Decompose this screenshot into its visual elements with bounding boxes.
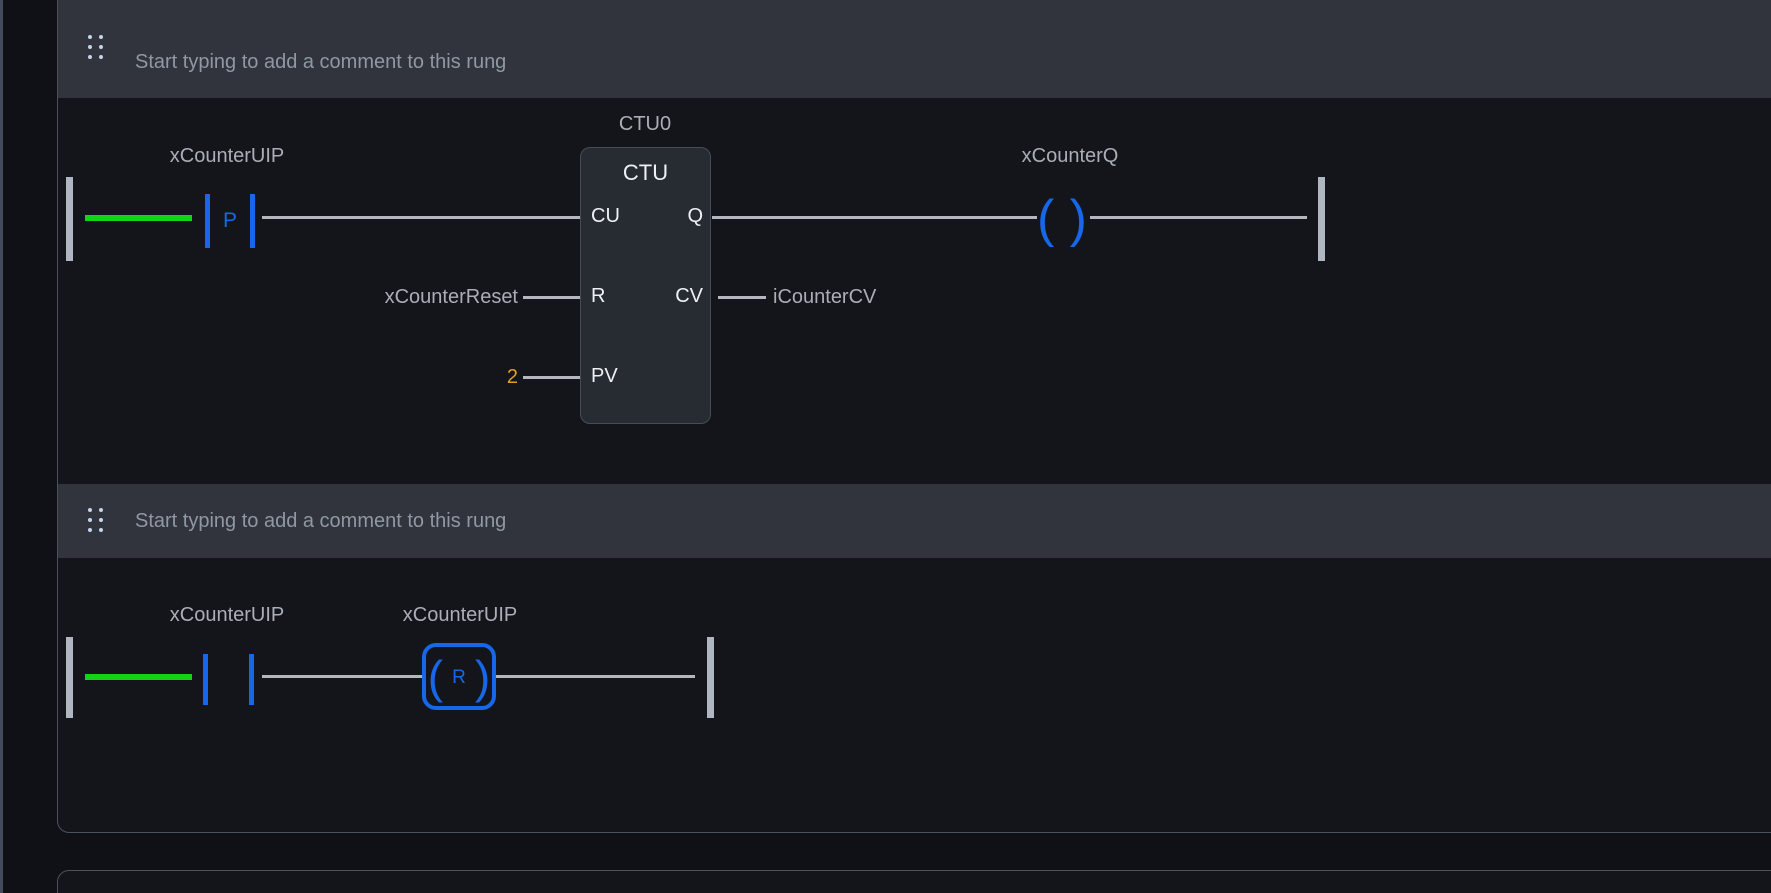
rung2-comment-placeholder[interactable]: Start typing to add a comment to this ru… (135, 510, 507, 532)
rung2-wire-energized (85, 674, 192, 680)
rung2-drag-handle-icon[interactable] (88, 508, 103, 532)
pou-card (57, 0, 1771, 833)
ctu-cv-stub-wire (718, 296, 766, 299)
ctu-instance-name[interactable]: CTU0 (618, 113, 672, 135)
ctu-pv-stub-wire (523, 376, 580, 379)
ctu-pin-pv: PV (591, 365, 618, 387)
coil-open-paren: ( (427, 650, 444, 703)
ctu-block-type: CTU (622, 160, 669, 185)
rung1-left-power-rail (66, 177, 73, 261)
ctu-r-operand[interactable]: xCounterReset (384, 286, 518, 308)
ctu-function-block[interactable]: CTU CU Q R CV PV (580, 147, 711, 424)
rung2-right-power-rail (707, 637, 714, 718)
ctu-pin-cu: CU (591, 205, 620, 227)
ctu-r-stub-wire (523, 296, 580, 299)
rung1-drag-handle-icon[interactable] (88, 35, 103, 59)
rung1-coil-label[interactable]: xCounterQ (1021, 145, 1119, 167)
rung2-wire-to-coil (262, 675, 422, 678)
rung1-output-coil[interactable]: ( ) (1037, 193, 1087, 245)
rung1-wire-to-rail (1090, 216, 1307, 219)
rung2-wire-to-rail (496, 675, 695, 678)
rung2-contact-label[interactable]: xCounterUIP (169, 604, 285, 626)
contact-modifier-p: P (222, 209, 237, 232)
rung1-wire-to-block (262, 216, 580, 219)
contact-left-bar (203, 654, 208, 705)
ctu-pin-r: R (591, 285, 606, 307)
ctu-pin-q: Q (687, 205, 703, 227)
rung1-contact-positive-edge[interactable]: P (205, 194, 255, 248)
rung1-comment-bar[interactable]: Start typing to add a comment to this ru… (58, 0, 1771, 98)
ctu-cv-operand[interactable]: iCounterCV (773, 286, 877, 308)
rung2-comment-bar[interactable]: Start typing to add a comment to this ru… (58, 484, 1771, 558)
rung1-wire-q-to-coil (712, 216, 1037, 219)
coil-open-paren: ( (1037, 190, 1055, 248)
left-splitter-edge[interactable] (0, 0, 3, 893)
rung2-left-power-rail (66, 637, 73, 718)
ctu-pin-cv: CV (675, 285, 703, 307)
contact-left-bar (205, 194, 210, 248)
rung2-contact[interactable] (203, 654, 254, 705)
contact-right-bar (250, 194, 255, 248)
rung1-comment-placeholder[interactable]: Start typing to add a comment to this ru… (135, 51, 507, 73)
contact-right-bar (249, 654, 254, 705)
coil-close-paren: ) (474, 650, 491, 703)
next-pou-card[interactable] (57, 870, 1771, 893)
coil-close-paren: ) (1069, 190, 1087, 248)
rung1-wire-energized (85, 215, 192, 221)
rung2-reset-coil[interactable]: ( R ) (422, 643, 496, 710)
coil-modifier-r: R (452, 667, 466, 688)
ctu-pv-literal[interactable]: 2 (506, 366, 518, 388)
rung2-coil-label[interactable]: xCounterUIP (402, 604, 518, 626)
rung1-contact-label[interactable]: xCounterUIP (169, 145, 285, 167)
rung1-right-power-rail (1318, 177, 1325, 261)
